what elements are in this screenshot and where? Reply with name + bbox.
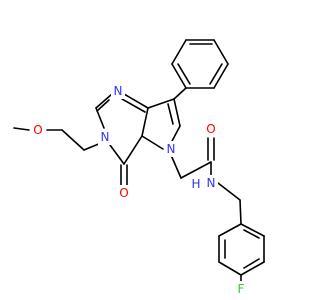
- bond-pyrrole-4: [141, 107, 149, 137]
- bond-pyrimidinone-3: [95, 107, 105, 129]
- bond-benzyl-ring: [239, 199, 242, 225]
- canvas-background: [0, 0, 300, 300]
- o-methoxy-bg: [31, 122, 45, 138]
- bond-pyrimidinone-double-2: [96, 99, 110, 112]
- bond-pyrimidinone-1: [123, 93, 149, 109]
- n-ring3-bg: [98, 129, 112, 145]
- bond-chain-2: [61, 129, 85, 151]
- bond-phenyl-3: [213, 39, 229, 65]
- bond-fluorophenyl-1: [240, 223, 265, 237]
- bonds: [13, 39, 265, 283]
- molecule-structure: N N N O O O N H F: [0, 0, 300, 300]
- nitrogen-pyrimidine-label: N: [114, 84, 123, 98]
- bond-fluorophenyl-6: [218, 223, 242, 237]
- bond-phenyl-1: [171, 39, 187, 65]
- nh-amide-bg: [204, 175, 218, 191]
- n-pyrrole-bg: [164, 141, 178, 157]
- oxygen-methoxy-label: O: [33, 123, 42, 137]
- o-amide-bg: [204, 121, 218, 137]
- fluorine-label: F: [238, 282, 245, 296]
- bond-phenyl-6: [171, 63, 187, 89]
- bond-fluorophenyl-double-a: [243, 229, 260, 239]
- atom-labels: N N N O O O N H F: [31, 83, 248, 297]
- bond-fluorophenyl-3: [240, 261, 265, 276]
- bond-phenyl-to-c7: [173, 87, 187, 100]
- o-ketone-bg: [117, 185, 131, 201]
- bond-phenyl-double-c: [177, 63, 191, 85]
- bond-pyrimidinone-double-1: [121, 98, 146, 113]
- bond-pyrrole-1: [173, 98, 181, 127]
- bond-chain-4: [13, 127, 30, 131]
- bond-benzyl-ch2: [217, 182, 241, 201]
- oxygen-amide-label: O: [206, 122, 215, 136]
- bond-acetamide-1: [170, 154, 182, 179]
- bond-acetamide-2: [180, 161, 212, 179]
- h-amide-bg: [190, 176, 202, 192]
- bond-pyrimidinone-2: [95, 93, 113, 109]
- n-pyrimidine-bg: [111, 83, 125, 99]
- bond-fluorophenyl-4: [218, 261, 242, 276]
- oxygen-ketone-label: O: [119, 186, 128, 200]
- f-fluoro-bg: [234, 281, 248, 297]
- bond-fluorophenyl-double-b: [243, 258, 260, 269]
- bond-pyrrole-double: [167, 103, 174, 125]
- bond-pyrimidinone-4: [109, 144, 125, 165]
- nitrogen-ring3-label: N: [101, 130, 110, 144]
- bond-pyrrole-3: [141, 135, 164, 150]
- bond-pyrrole-2: [170, 125, 181, 144]
- hydrogen-amide-label: H: [191, 177, 200, 191]
- nitrogen-amide-label: N: [207, 176, 216, 190]
- bond-pyrrole-5: [147, 98, 175, 109]
- nitrogen-pyrrole-label: N: [167, 142, 176, 156]
- bond-phenyl-4: [213, 63, 229, 89]
- bond-pyrimidinone-5: [123, 135, 143, 165]
- bond-phenyl-double-b: [209, 63, 223, 85]
